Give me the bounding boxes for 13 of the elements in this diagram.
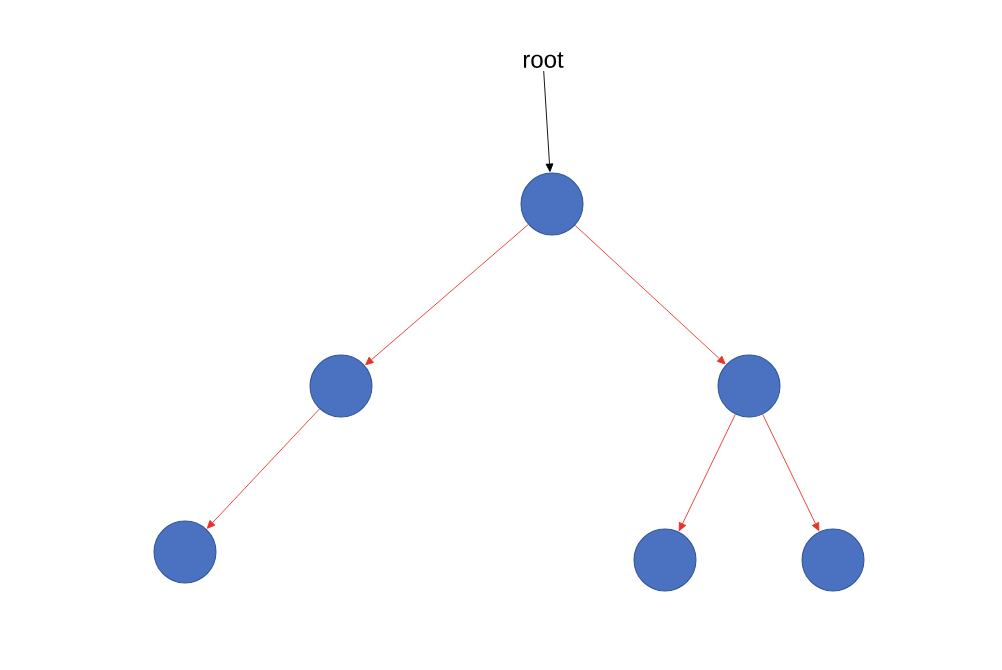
tree-node-circle	[717, 354, 781, 418]
arrow	[678, 413, 736, 532]
arrow	[762, 413, 820, 532]
tree-node-circle	[633, 528, 697, 592]
tree-node-circle	[309, 354, 373, 418]
node-label: root	[523, 52, 564, 68]
tree-node-circle	[153, 520, 217, 584]
arrow	[574, 224, 726, 365]
tree-node-circle	[801, 528, 865, 592]
arrow	[365, 224, 529, 366]
arrow	[206, 408, 320, 529]
tree-node-circle	[520, 172, 584, 236]
arrow	[543, 70, 554, 172]
